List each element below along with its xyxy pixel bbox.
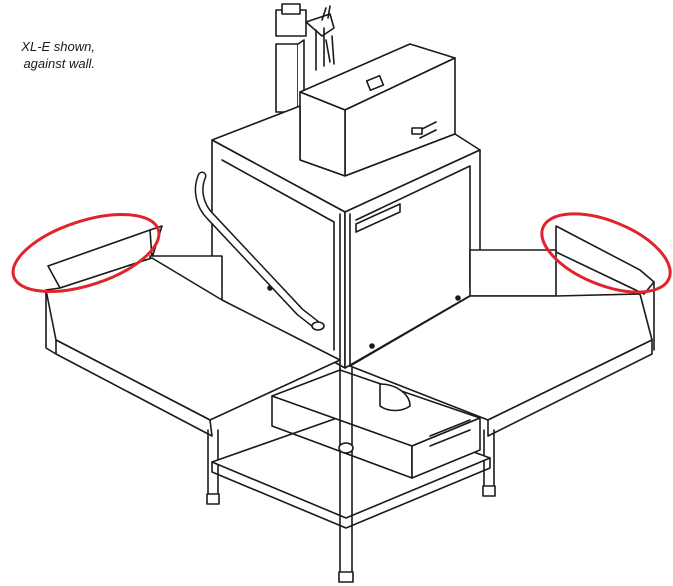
control-box [299,43,456,177]
right-backsplash-highlight [540,212,672,294]
left-backsplash-highlight [11,213,161,293]
left-table [45,225,341,505]
caption-line-2: against wall. [23,56,95,71]
right-table [349,225,655,497]
drain-hose [194,171,325,331]
center-leg [338,367,354,583]
caption-line-1: XL-E shown, [21,39,95,54]
highlight-markers [11,212,672,294]
figure-caption: XL-E shown, against wall. [0,38,95,72]
booster-heater [271,369,481,479]
